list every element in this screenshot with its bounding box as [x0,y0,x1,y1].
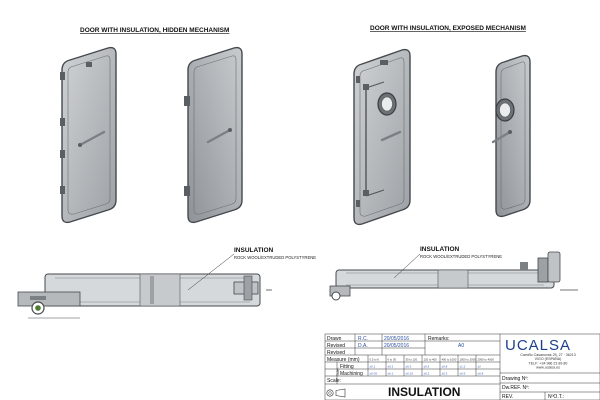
door-handle-icon [380,130,402,142]
hinge-icon [356,76,360,83]
section-hidden-mechanism [17,253,272,319]
revised-date: 20/05/2016 [384,343,409,349]
hinge-icon [356,200,360,207]
hinge-icon [60,72,65,80]
scale-label: Scale: [327,378,341,384]
door-handle-icon [491,130,512,144]
title-exposed-mechanism: DOOR WITH INSULATION, EXPOSED MECHANISM [370,25,526,32]
machining-value: ±0.3 [442,372,448,376]
measure-column-header: 400 to 1000 [442,358,457,362]
company-address-line: TELF: +34 986 23 89 80 [529,361,568,365]
fitting-value: ±0.3 [406,365,412,369]
callout-material-right: ROCK WOOL/EXTRUDED POLYSTYRENE [420,254,502,259]
machining-value: ±0.1 [388,372,394,376]
title-block [324,333,600,400]
rev-label: REV. [502,394,513,400]
hinge-icon [60,186,65,194]
dw-ref-label: Dw.REF. Nº: [502,385,529,391]
measure-column-header: 120 to 400 [424,358,438,362]
callout-insulation-left: INSULATION [234,247,274,254]
fitting-value: ±0.8 [442,365,448,369]
fitting-values: ±0.1 ±0.2 ±0.3 ±0.5 ±0.8 ±1.2 ±2 [370,365,482,369]
door-exposed-front [353,48,411,226]
company-address-line: Camiño Casanovas 25, 27 · 36213 [520,353,576,357]
remarks-value: A0 [458,343,464,349]
drawn-by: R.C. [358,336,368,342]
drawn-date: 20/05/2016 [384,336,409,342]
hinge-icon [184,186,190,196]
projection-symbol-icon [326,388,346,398]
measure-column-header: 0.5 to 6 [370,358,380,362]
machining-label: Machining [340,371,363,377]
title-hidden-mechanism: DOOR WITH INSULATION, HIDDEN MECHANISM [80,27,229,34]
revised-by: D.A. [358,343,368,349]
fitting-label: Fitting [340,364,354,370]
fitting-value: ±1.2 [460,365,466,369]
fitting-value: ±0.2 [388,365,394,369]
callout-material-left: ROCK WOOL/EXTRUDED POLYSTYRENE [234,255,316,260]
toler-label: Toler. [336,367,340,376]
callout-insulation-right: INSULATION [420,246,460,253]
revised2-label: Revised [327,350,345,356]
measure-columns: 0.5 to 6 6 to 30 30 to 120 120 to 400 400 to… [370,358,495,362]
door-hidden-front [60,46,117,224]
measure-label: Measure (mm) [327,357,360,363]
fitting-value: ±0.5 [424,365,430,369]
door-exposed-back [491,54,531,218]
machining-value: ±0.8 [478,372,484,376]
measure-column-header: 30 to 120 [406,358,418,362]
remarks-label: Remarks: [428,336,449,342]
hinge-icon [184,96,190,106]
measure-column-header: 1000 to 2000 [460,358,477,362]
company-address-line: www.ucalsa.es [536,366,560,370]
leader-line [393,253,421,279]
machining-values: ±0.05 ±0.1 ±0.15 ±0.2 ±0.3 ±0.5 ±0.8 [370,372,484,376]
hinge-icon [60,150,65,158]
drawing-title: INSULATION [388,385,460,399]
machining-value: ±0.05 [370,372,378,376]
drawn-label: Drawn [327,336,342,342]
door-handle-icon [78,130,106,147]
machining-value: ±0.15 [406,372,414,376]
section-exposed-mechanism [329,251,578,301]
fitting-value: ±2 [478,365,482,369]
measure-column-header: 6 to 30 [388,358,397,362]
drawing-no-label: Drawing Nº: [502,376,529,382]
leader-line [187,253,235,291]
company-address-line: VIGO (ESPAÑA) [535,356,562,361]
hinge-icon [60,118,65,126]
measure-column-header: 2000 to 4000 [478,358,495,362]
door-hidden-back [184,46,243,224]
no-ot-label: NºO.T.: [548,394,564,400]
machining-value: ±0.5 [460,372,466,376]
door-handle-icon [206,128,232,144]
fitting-value: ±0.1 [370,365,376,369]
revised-label: Revised [327,343,345,349]
company-logo: UCALSA [505,337,571,354]
machining-value: ±0.2 [424,372,430,376]
